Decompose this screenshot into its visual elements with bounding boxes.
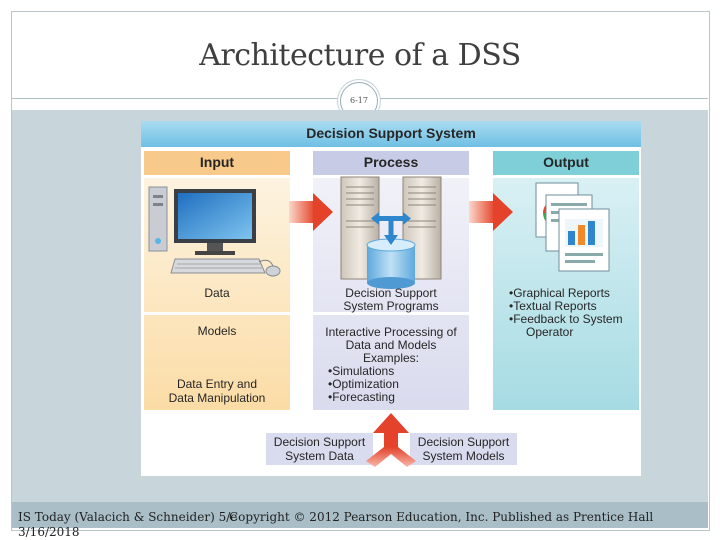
dss-diagram: Decision Support System Input Process Ou…	[141, 121, 641, 476]
dss-diagram-graphics	[141, 121, 641, 467]
computer-icon	[148, 186, 281, 277]
process-interactive-line1: Interactive Processing of	[325, 325, 457, 339]
source-data-line2: System Data	[285, 449, 354, 463]
diagram-title: Decision Support System	[306, 125, 476, 141]
source-models-line1: Decision Support	[417, 435, 510, 449]
process-header: Process	[363, 154, 419, 170]
source-data-box	[266, 433, 373, 465]
source-models-box	[410, 433, 517, 465]
input-divider	[144, 312, 290, 315]
input-data-label: Data	[204, 286, 230, 300]
input-models-label: Models	[197, 324, 237, 338]
database-icon	[366, 238, 416, 289]
process-programs-line2: System Programs	[343, 299, 439, 313]
output-header-bg	[493, 151, 639, 175]
slide-title: Architecture of a DSS	[199, 38, 521, 73]
output-header: Output	[543, 154, 589, 170]
process-examples-label: Examples:	[362, 351, 420, 365]
output-item-textual: •Textual Reports	[509, 299, 597, 313]
source-data-line1: Decision Support	[273, 435, 366, 449]
process-example-optimization: •Optimization	[328, 377, 399, 391]
diagram-banner	[141, 121, 641, 147]
transfer-arrow-icon	[371, 212, 411, 245]
process-example-simulations: •Simulations	[328, 364, 395, 378]
footer-copyright: Copyright © 2012 Pearson Education, Inc.…	[229, 510, 654, 524]
input-header-bg	[144, 151, 290, 175]
process-programs-line1: Decision Support	[345, 286, 437, 300]
input-entry-line1: Data Entry and	[176, 377, 258, 391]
footer-source: IS Today (Valacich & Schneider) 5/e	[18, 510, 238, 524]
source-models-line2: System Models	[422, 449, 505, 463]
footer-date: 3/16/2018	[18, 525, 80, 539]
output-item-graphical: •Graphical Reports	[509, 286, 610, 300]
process-header-bg	[313, 151, 469, 175]
output-item-feedback: •Feedback to System	[509, 312, 623, 326]
output-item-operator: Operator	[526, 325, 574, 339]
process-divider	[313, 312, 469, 315]
arrow-process-to-output	[469, 193, 513, 231]
merge-arrow-up	[366, 413, 416, 467]
footer-band	[12, 502, 708, 528]
input-header: Input	[199, 154, 235, 170]
process-interactive-line2: Data and Models	[345, 338, 437, 352]
reports-icon	[535, 182, 610, 272]
arrow-input-to-process	[289, 193, 333, 231]
input-entry-line2: Data Manipulation	[168, 391, 266, 405]
process-example-forecasting: •Forecasting	[328, 390, 395, 404]
